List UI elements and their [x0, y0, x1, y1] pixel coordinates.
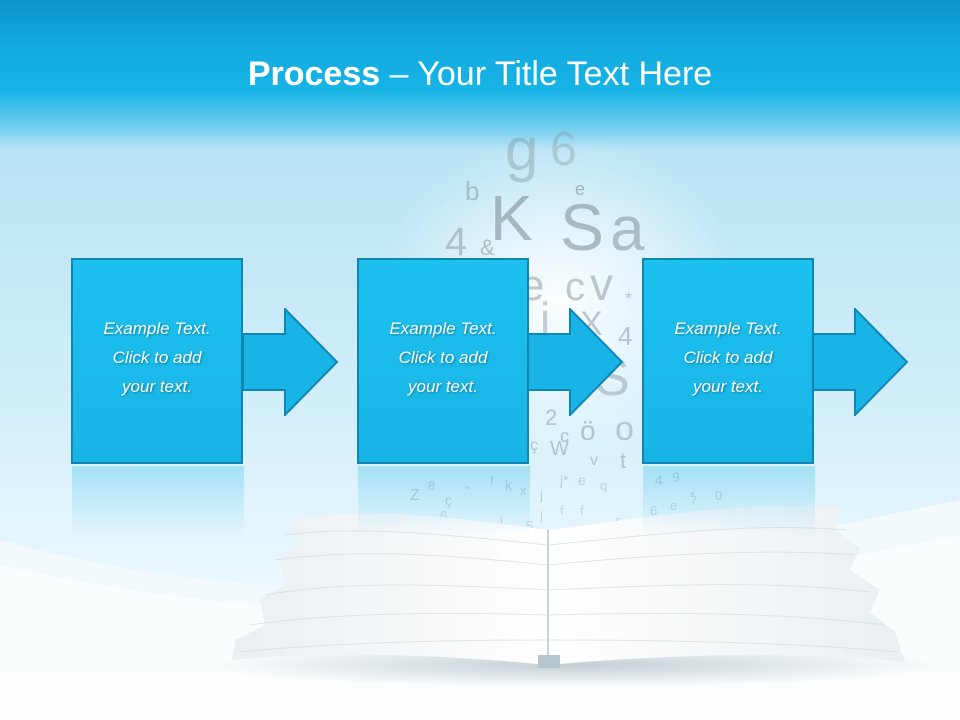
- svg-text:o: o: [615, 410, 634, 448]
- svg-text:g: g: [505, 116, 538, 183]
- step-3-line-2: Click to add: [683, 347, 773, 367]
- svg-text:": ": [465, 483, 470, 498]
- svg-text:ö: ö: [580, 415, 596, 446]
- svg-text:c: c: [560, 426, 569, 446]
- step-2-text[interactable]: Example Text. Click to add your text.: [363, 314, 523, 409]
- svg-text:b: b: [465, 176, 479, 206]
- svg-text:2: 2: [545, 405, 557, 430]
- step-3-reflection: [643, 466, 815, 536]
- svg-text:e: e: [670, 498, 677, 513]
- svg-text:0: 0: [715, 488, 722, 503]
- svg-text:&: &: [480, 235, 495, 260]
- svg-text:Z: Z: [410, 487, 420, 504]
- svg-text:K: K: [490, 182, 533, 254]
- svg-text:v: v: [590, 452, 598, 469]
- step-2-line-2: Click to add: [398, 347, 488, 367]
- step-1-line-1: Example Text.: [103, 318, 211, 338]
- step-3-line-3: your text.: [693, 376, 763, 396]
- svg-text:S: S: [560, 190, 604, 264]
- svg-text:t: t: [620, 448, 626, 473]
- svg-text:4: 4: [655, 472, 663, 488]
- svg-text:q: q: [600, 478, 607, 493]
- svg-text:e: e: [575, 179, 585, 199]
- svg-text:W: W: [550, 438, 569, 460]
- svg-text:*: *: [690, 489, 695, 503]
- svg-text:j: j: [539, 508, 543, 523]
- svg-text:c: c: [565, 265, 585, 309]
- process-step-2[interactable]: Example Text. Click to add your text.: [357, 258, 529, 464]
- svg-text:f: f: [560, 503, 564, 518]
- step-1-line-2: Click to add: [112, 347, 202, 367]
- svg-text:f: f: [580, 503, 584, 518]
- arrow-right-icon: [528, 308, 624, 416]
- svg-text:6: 6: [650, 503, 657, 518]
- svg-text:*: *: [625, 289, 632, 309]
- svg-text:6: 6: [440, 508, 447, 523]
- svg-text:i: i: [540, 293, 550, 345]
- title-rest: – Your Title Text Here: [380, 55, 713, 93]
- svg-text:ç: ç: [445, 492, 452, 508]
- svg-text:j: j: [539, 488, 543, 503]
- svg-text:v: v: [590, 258, 613, 310]
- step-3-text[interactable]: Example Text. Click to add your text.: [648, 314, 808, 409]
- arrow-right-icon: [813, 308, 909, 416]
- step-1-text[interactable]: Example Text. Click to add your text.: [77, 314, 237, 409]
- title-band: [0, 0, 960, 150]
- svg-text:k: k: [505, 477, 513, 493]
- step-1-reflection: [72, 466, 244, 536]
- step-1-line-3: your text.: [122, 376, 192, 396]
- svg-text:j*: j*: [559, 472, 569, 488]
- process-step-1[interactable]: Example Text. Click to add your text.: [71, 258, 243, 464]
- svg-text:8: 8: [428, 478, 435, 493]
- step-2-line-1: Example Text.: [389, 318, 497, 338]
- svg-text:S: S: [525, 518, 534, 533]
- step-2-line-3: your text.: [408, 376, 478, 396]
- svg-text:9: 9: [672, 469, 680, 485]
- step-3-line-1: Example Text.: [674, 318, 782, 338]
- svg-text:7: 7: [690, 493, 697, 508]
- slide-title[interactable]: Process – Your Title Text Here: [0, 52, 960, 96]
- svg-text:i: i: [500, 513, 503, 528]
- svg-text:e: e: [578, 472, 586, 488]
- svg-text:x: x: [520, 483, 527, 498]
- arrow-right-icon: [243, 308, 339, 416]
- title-bold: Process: [247, 55, 381, 93]
- svg-text:ç: ç: [530, 437, 538, 454]
- svg-text:6: 6: [550, 123, 577, 176]
- svg-text:a: a: [610, 195, 645, 264]
- svg-text:4: 4: [618, 321, 632, 351]
- svg-text:f: f: [490, 473, 494, 488]
- process-step-3[interactable]: Example Text. Click to add your text.: [642, 258, 814, 464]
- step-2-reflection: [358, 466, 530, 536]
- svg-text:s: s: [615, 513, 622, 528]
- svg-text:4: 4: [445, 220, 467, 264]
